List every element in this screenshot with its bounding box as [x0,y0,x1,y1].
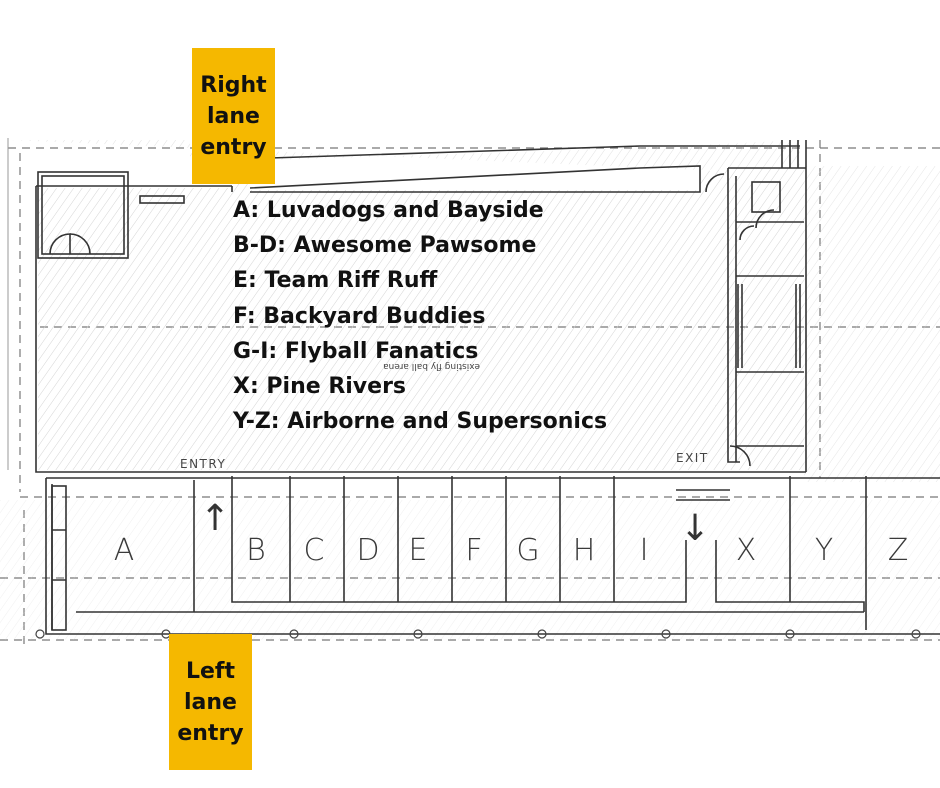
lane-letter-b: B [246,533,266,568]
amenity-rooms [705,173,804,467]
legend-item: X: Pine Rivers [233,373,407,399]
building-walls [35,140,807,473]
legend-item: A: Luvadogs and Bayside [233,198,544,223]
lane-letter-a: A [114,533,135,568]
lane-strip [45,476,940,635]
lane-letter-g: G [516,533,539,568]
left-lane-entry-callout: Left lane entry [169,634,252,770]
lane-letter-e: E [409,533,428,568]
office-room [37,171,185,259]
entry-label: ENTRY [180,457,226,471]
legend-item: E: Team Riff Ruff [233,268,438,294]
svg-text:existing fly ball arena: existing fly ball arena [383,361,480,371]
legend-item: G-I: Flyball Fanatics [233,338,479,364]
legend-item: F: Backyard Buddies [233,303,486,329]
right-lane-entry-callout: Right lane entry [192,48,275,184]
entry-arrow: ↑ [200,498,230,539]
lane-letter-d: D [356,533,379,568]
exit-label: EXIT [676,451,709,465]
lane-letter-z: Z [888,533,909,568]
lane-letter-y: Y [815,533,833,568]
lane-letter-f: F [465,533,482,568]
lane-letter-h: H [573,533,596,568]
exit-arrow: ↓ [680,508,710,549]
legend-item: Y-Z: Airborne and Supersonics [233,409,608,435]
legend-item: B-D: Awesome Pawsome [233,233,537,259]
column-posts [35,629,921,639]
team-legend: A: Luvadogs and Bayside B-D: Awesome Paw… [233,196,607,442]
lane-letter-c: C [304,533,325,568]
lane-letter-x: X [736,533,757,568]
plan-annotations: existing fly ball arena ENTRY EXIT [180,361,709,471]
arena-floor [0,140,940,640]
lane-letter-i: I [640,533,649,568]
lane-arrows: ↑ ↓ [200,498,710,549]
